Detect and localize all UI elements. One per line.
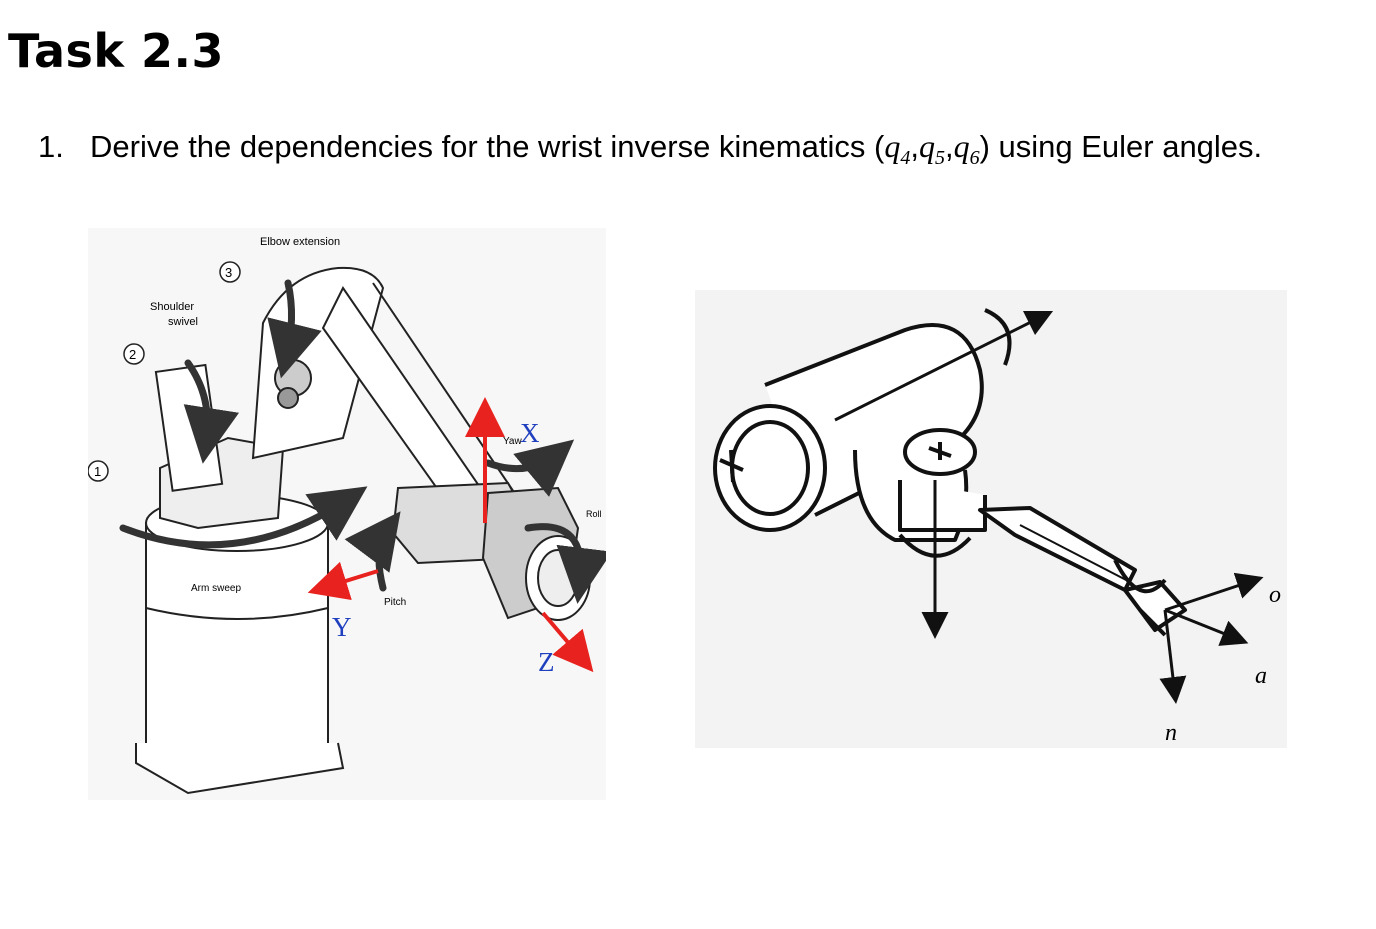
circle-label-2: 2: [129, 347, 136, 362]
q6-subscript: 6: [969, 147, 980, 170]
question-text-after: ) using Euler angles.: [979, 129, 1263, 164]
wrist-figure: o a n: [695, 290, 1287, 748]
robot-arm-figure: Elbow extension Shoulder swivel Arm swee…: [87, 228, 613, 800]
task-title: Task 2.3: [8, 24, 224, 78]
axis-label-x: X: [520, 418, 540, 448]
q4-subscript: 4: [900, 147, 911, 170]
y-axis-arrow: [307, 561, 379, 601]
label-shoulder: Shoulder: [150, 301, 194, 313]
robot-arm-drawing: Elbow extension Shoulder swivel Arm swee…: [87, 236, 613, 795]
label-swivel: swivel: [168, 316, 198, 328]
wrist-rod: [978, 506, 1137, 592]
label-yaw: Yaw: [503, 436, 522, 447]
axis-label-y: Y: [332, 612, 352, 642]
wrist-drawing: o a n: [713, 308, 1281, 746]
axis-label-n: n: [1165, 720, 1177, 746]
q5-symbol: q: [918, 128, 935, 164]
axis-label-z: Z: [538, 647, 555, 677]
label-arm-sweep: Arm sweep: [191, 583, 241, 594]
label-elbow-extension: Elbow extension: [260, 236, 340, 248]
axis-label-a: a: [1255, 663, 1267, 689]
base-pedestal: [145, 522, 329, 763]
question-text-before: Derive the dependencies for the wrist in…: [90, 129, 885, 164]
separator-2: ,: [944, 129, 954, 164]
axis-label-o: o: [1269, 582, 1281, 608]
label-roll: Roll: [586, 509, 602, 519]
q4-symbol: q: [884, 128, 901, 164]
circle-label-1: 1: [94, 464, 101, 479]
separator-1: ,: [910, 129, 919, 164]
q6-symbol: q: [953, 128, 970, 164]
z-axis-arrow: [541, 611, 594, 673]
label-pitch: Pitch: [384, 597, 406, 608]
question-item: 1. Derive the dependencies for the wrist …: [38, 128, 1262, 170]
question-number: 1.: [38, 129, 64, 164]
circle-label-3: 3: [225, 265, 232, 280]
q5-subscript: 5: [934, 147, 945, 170]
